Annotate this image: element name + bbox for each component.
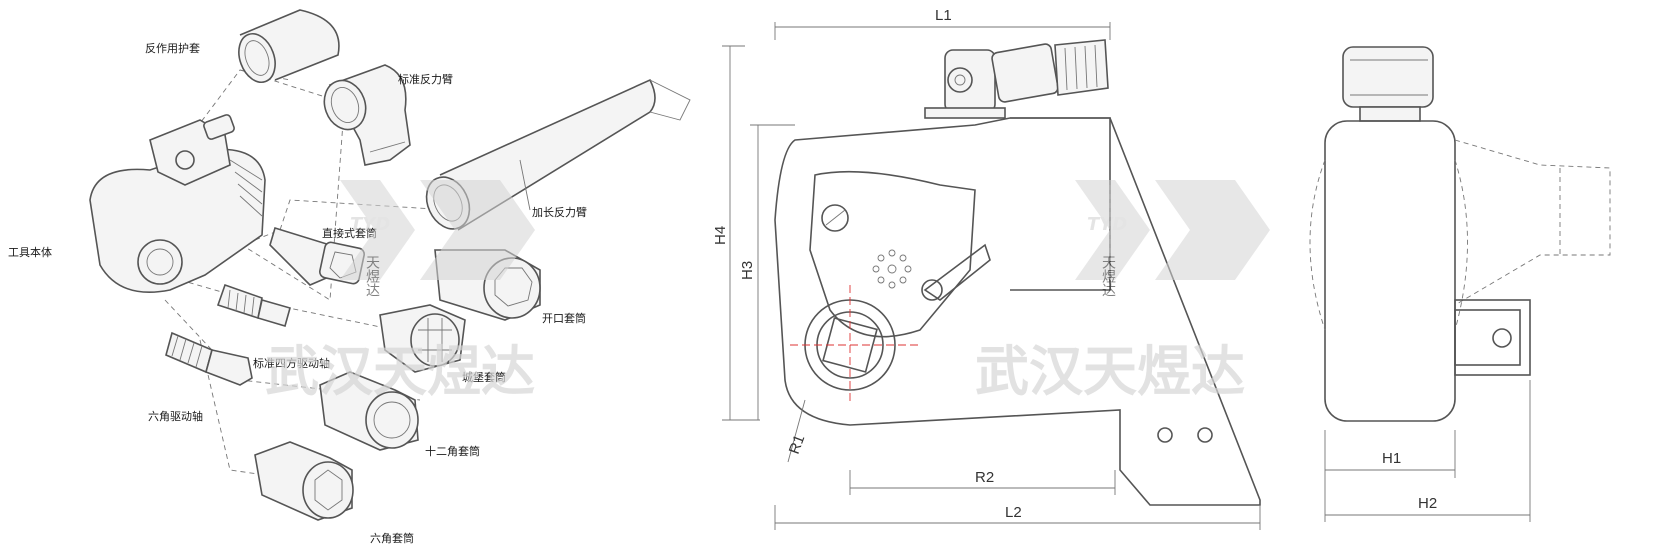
label-square-drive-shaft: 标准四方驱动轴 (253, 356, 330, 370)
watermark-logo-cn-left: 天煜达 (364, 255, 380, 297)
label-reaction-sleeve: 反作用护套 (145, 41, 200, 55)
watermark-logo-cn-right: 天煜达 (1100, 255, 1116, 297)
watermark-logo-right: TYD 天煜达 (1075, 180, 1270, 297)
bolt-hole-pattern (872, 249, 912, 289)
label-hex-drive-shaft: 六角驱动轴 (148, 409, 203, 423)
dim-L1: L1 (935, 7, 952, 24)
exploded-view: 反作用护套 标准反力臂 加长反力臂 工具本体 直接式套筒 开口套筒 标准四方驱动… (8, 9, 691, 545)
reaction-sleeve-part (238, 9, 340, 84)
front-view: H1 H2 (1309, 46, 1611, 522)
label-standard-reaction-arm: 标准反力臂 (398, 72, 453, 86)
label-tool-body: 工具本体 (8, 245, 52, 259)
tool-body-part (89, 114, 266, 293)
hex-socket-part (254, 441, 354, 521)
watermark: TYD 天煜达 武汉天煜达 TYD 天煜达 武汉天煜达 (265, 180, 1270, 403)
watermark-logo-text-right: TYD (1087, 214, 1127, 235)
hydraulic-coupling (924, 39, 1109, 119)
standard-reaction-arm-part (323, 64, 411, 166)
twelve-point-socket-part (319, 371, 419, 451)
watermark-logo-left: TYD 天煜达 (340, 180, 535, 297)
dimension-lines (722, 22, 1261, 530)
dim-R1: R1 (786, 433, 809, 457)
watermark-text-right: 武汉天煜达 (975, 340, 1245, 403)
label-castle-socket: 城堡套筒 (462, 370, 506, 384)
dim-R2: R2 (975, 469, 994, 486)
dim-H4: H4 (712, 226, 729, 245)
watermark-logo-text-left: TYD (350, 214, 390, 235)
dim-L2: L2 (1005, 504, 1022, 521)
label-twelve-point-socket: 十二角套筒 (425, 444, 480, 458)
dim-H2: H2 (1418, 495, 1437, 512)
dim-H3: H3 (739, 261, 756, 280)
castle-socket-part (379, 304, 466, 373)
watermark-text-left: 武汉天煜达 (265, 340, 535, 403)
hex-drive-shaft-part (165, 331, 253, 386)
dim-H1: H1 (1382, 450, 1401, 467)
label-extended-reaction-arm: 加长反力臂 (532, 206, 587, 219)
label-direct-socket: 直接式套筒 (322, 226, 377, 240)
label-open-socket: 开口套筒 (542, 311, 586, 325)
label-hex-socket: 六角套筒 (370, 531, 414, 545)
side-view: L1 H4 H3 R1 R2 L2 (712, 7, 1261, 530)
square-drive-shaft-part (216, 283, 291, 327)
